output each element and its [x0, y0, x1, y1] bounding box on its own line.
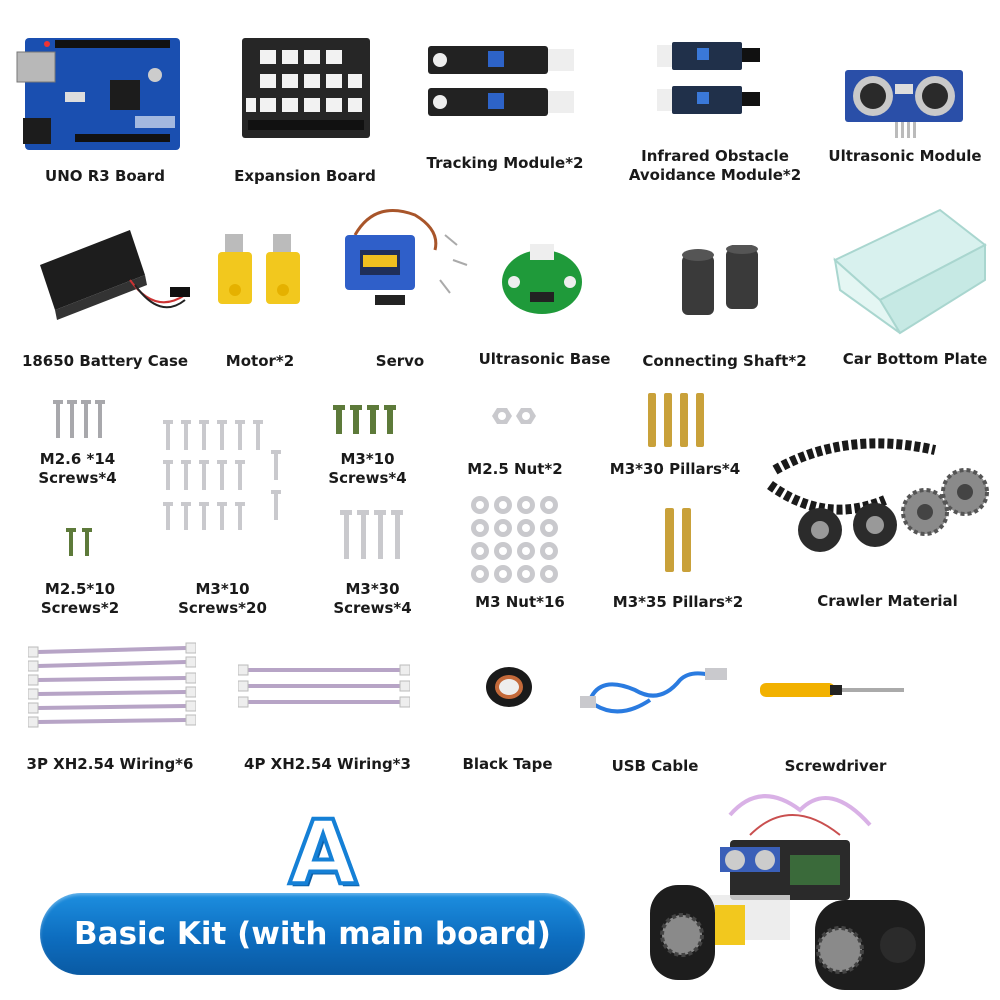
- m310-screws-small-label: M3*10 Screws*4: [328, 450, 407, 487]
- wiring-4p-image: [237, 662, 411, 716]
- m26-screws-label: M2.6 *14 Screws*4: [38, 450, 117, 487]
- servo-label: Servo: [375, 352, 425, 370]
- wiring-3p-label: 3P XH2.54 Wiring*6: [26, 755, 194, 773]
- m3-nut-image: [470, 495, 565, 589]
- infrared-module-label: Infrared Obstacle Avoidance Module*2: [628, 147, 802, 184]
- m310-screws-large-label: M3*10 Screws*20: [178, 580, 267, 617]
- crawler-material-label: Crawler Material: [817, 592, 958, 610]
- ultrasonic-module-image: [845, 68, 965, 144]
- infrared-module-image: [652, 40, 772, 128]
- tracking-module-label: Tracking Module*2: [426, 154, 584, 172]
- wiring-3p-image: [27, 640, 197, 734]
- motor-label: Motor*2: [225, 352, 295, 370]
- ultrasonic-module-label: Ultrasonic Module: [828, 147, 982, 165]
- battery-case-image: [35, 225, 200, 329]
- m2510-screws-image: [66, 528, 96, 562]
- expansion-board-image: [242, 38, 370, 142]
- bottom-plate-image: [830, 205, 990, 339]
- tracking-module-image: [428, 43, 578, 127]
- bottom-plate-label: Car Bottom Plate: [842, 350, 988, 368]
- m330-pillars-image: [648, 393, 708, 452]
- m2510-screws-label: M2.5*10 Screws*2: [40, 580, 120, 617]
- uno-r3-board-label: UNO R3 Board: [45, 167, 165, 185]
- m310-screws-small-image: [333, 405, 398, 439]
- basic-kit-banner: Basic Kit (with main board): [40, 893, 585, 975]
- m25-nut-image: [492, 405, 537, 431]
- black-tape-label: Black Tape: [462, 755, 553, 773]
- m3-nut-label: M3 Nut*16: [475, 593, 565, 611]
- m335-pillars-label: M3*35 Pillars*2: [612, 593, 744, 611]
- ultrasonic-base-label: Ultrasonic Base: [478, 350, 611, 368]
- ultrasonic-base-image: [500, 240, 585, 324]
- basic-kit-banner-text: Basic Kit (with main board): [74, 916, 551, 952]
- screwdriver-image: [760, 680, 910, 704]
- uno-r3-board-image: [15, 30, 185, 159]
- wiring-4p-label: 4P XH2.54 Wiring*3: [244, 755, 411, 773]
- screwdriver-label: Screwdriver: [784, 757, 887, 775]
- motor-image: [213, 232, 308, 311]
- m330-pillars-label: M3*30 Pillars*4: [609, 460, 741, 478]
- servo-image: [335, 205, 485, 319]
- connecting-shaft-image: [680, 244, 765, 321]
- expansion-board-label: Expansion Board: [234, 167, 376, 185]
- m25-nut-label: M2.5 Nut*2: [467, 460, 563, 478]
- connecting-shaft-label: Connecting Shaft*2: [642, 352, 807, 370]
- black-tape-image: [484, 665, 534, 714]
- usb-cable-label: USB Cable: [611, 757, 699, 775]
- crawler-material-image: [765, 430, 995, 564]
- m26-screws-image: [50, 400, 105, 444]
- battery-case-label: 18650 Battery Case: [21, 352, 189, 370]
- m330-screws-label: M3*30 Screws*4: [333, 580, 412, 617]
- kit-letter: A: [287, 801, 359, 904]
- m330-screws-image: [340, 510, 405, 564]
- m310-screws-large-image: [163, 420, 283, 534]
- m335-pillars-image: [665, 508, 695, 577]
- usb-cable-image: [580, 660, 730, 724]
- assembled-car-image: [640, 785, 930, 999]
